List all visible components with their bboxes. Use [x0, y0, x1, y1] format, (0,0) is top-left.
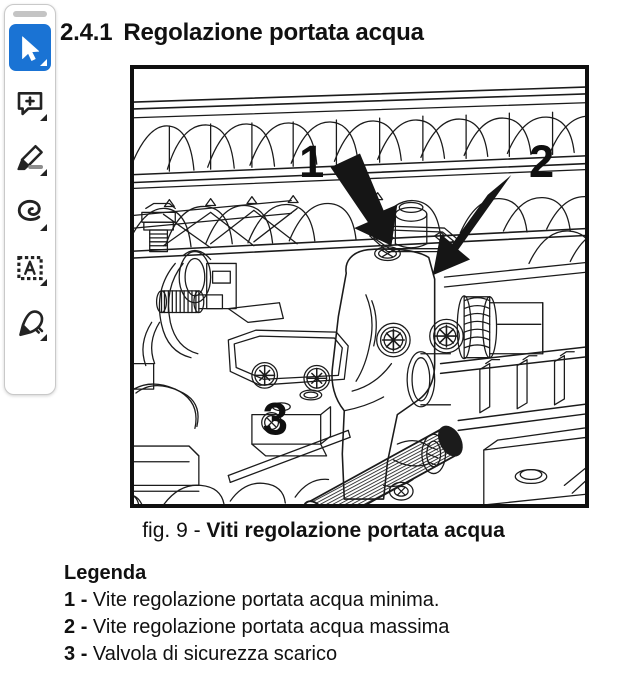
figure-caption: fig. 9 - Viti regolazione portata acqua — [58, 519, 589, 543]
tool-menu-caret-icon[interactable] — [40, 59, 47, 66]
tool-button-ink[interactable] — [9, 299, 51, 346]
callout-label-2: 2 — [529, 136, 554, 187]
section-title: Regolazione portata acqua — [123, 19, 424, 46]
technical-drawing: 1 2 3 — [134, 86, 585, 504]
tool-menu-caret-icon[interactable] — [40, 224, 47, 231]
tool-button-comment[interactable] — [9, 79, 51, 126]
annotation-toolbar[interactable] — [4, 4, 56, 395]
legend-item: 1 - Vite regolazione portata acqua minim… — [64, 587, 584, 614]
tool-menu-caret-icon[interactable] — [40, 169, 47, 176]
figure-image-frame: 1 2 3 — [130, 65, 589, 508]
legend-item-text: Vite regolazione portata acqua minima. — [92, 589, 440, 611]
toolbar-drag-handle[interactable] — [13, 11, 47, 17]
callout-numbers: 1 2 3 — [263, 136, 554, 444]
tool-menu-caret-icon[interactable] — [40, 334, 47, 341]
legend-item-text: Valvola di sicurezza scarico — [92, 643, 338, 665]
legend-item: 3 - Valvola di sicurezza scarico — [64, 641, 584, 668]
ink-pen-icon — [19, 309, 44, 336]
legend-item-dash: - — [80, 616, 88, 638]
legend-item-key: 2 — [64, 616, 76, 638]
lasso-loop-icon — [17, 199, 41, 221]
callout-label-1: 1 — [299, 136, 324, 187]
legend-item-key: 3 — [64, 643, 76, 665]
cursor-arrow-icon — [22, 35, 40, 61]
tool-menu-caret-icon[interactable] — [40, 114, 47, 121]
tool-button-highlight[interactable] — [9, 134, 51, 181]
document-page: 2.4.1 Regolazione portata acqua — [58, 0, 621, 691]
tool-button-text-select[interactable] — [9, 244, 51, 291]
legend: Legenda 1 - Vite regolazione portata acq… — [64, 560, 584, 668]
page-title: 2.4.1 Regolazione portata acqua — [60, 19, 424, 47]
highlighter-pen-icon — [17, 144, 43, 170]
legend-item-dash: - — [80, 643, 88, 665]
legend-item-text: Vite regolazione portata acqua massima — [92, 616, 450, 638]
legend-title: Legenda — [64, 562, 147, 584]
tool-button-lasso[interactable] — [9, 189, 51, 236]
comment-add-icon — [17, 91, 43, 115]
legend-item: 2 - Vite regolazione portata acqua massi… — [64, 614, 584, 641]
legend-item-dash: - — [80, 589, 88, 611]
callout-arrows — [330, 153, 512, 276]
figure-caption-prefix: fig. 9 - — [142, 519, 207, 542]
text-select-box-icon — [17, 255, 43, 280]
tool-button-select[interactable] — [9, 24, 51, 71]
legend-item-key: 1 — [64, 589, 76, 611]
tool-menu-caret-icon[interactable] — [40, 279, 47, 286]
figure-caption-title: Viti regolazione portata acqua — [206, 519, 505, 542]
callout-label-3: 3 — [263, 393, 288, 444]
section-number: 2.4.1 — [60, 19, 113, 46]
